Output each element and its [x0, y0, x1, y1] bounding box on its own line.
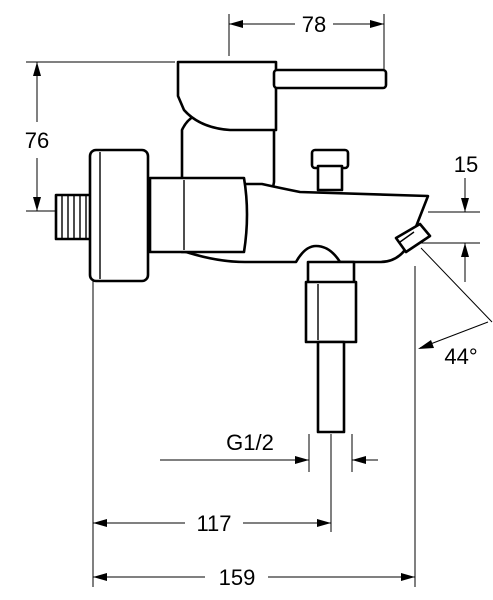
hose-outlet: [304, 260, 358, 434]
pipe-section: [148, 176, 249, 254]
faucet-drawing: [54, 60, 432, 434]
lever-handle: [176, 60, 388, 132]
aerator: [394, 222, 432, 254]
dim-total-depth: 159: [219, 565, 256, 590]
diverter-knob: [310, 148, 350, 192]
dimension-lines: [26, 14, 493, 587]
wall-rosette: [88, 148, 150, 283]
dim-height: 76: [25, 128, 49, 153]
inlet-thread: [54, 193, 94, 241]
dim-top-width: 78: [302, 12, 326, 37]
dim-outlet-distance: 117: [196, 511, 231, 536]
dim-angle: 44°: [444, 344, 477, 369]
dim-thread: G1/2: [226, 430, 274, 455]
dim-spout-height: 15: [454, 152, 478, 177]
